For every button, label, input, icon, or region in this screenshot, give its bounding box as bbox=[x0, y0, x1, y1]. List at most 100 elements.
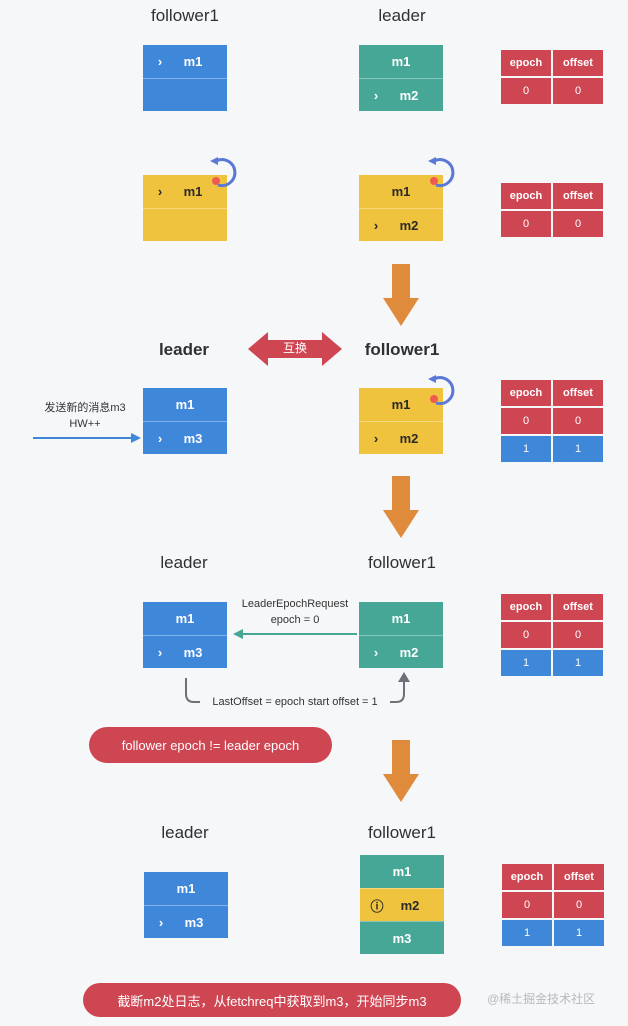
warning-circle-icon: ⓘ bbox=[370, 898, 384, 914]
section3-epoch-table: epoch offset 0 0 1 1 bbox=[501, 380, 603, 462]
section2-leader-log: m1 › m2 bbox=[359, 175, 443, 241]
chevron-right-icon: › bbox=[373, 430, 379, 446]
note-line: 发送新的消息m3 bbox=[44, 402, 126, 414]
table-header-epoch: epoch bbox=[501, 380, 551, 406]
table-cell: 1 bbox=[501, 436, 551, 462]
log-entry: › m3 bbox=[143, 421, 227, 454]
down-arrow-icon bbox=[383, 264, 419, 326]
log-entry-label: m1 bbox=[175, 397, 195, 412]
chevron-right-icon: › bbox=[373, 644, 379, 660]
table-cell: 0 bbox=[502, 892, 552, 918]
truncate-sync-badge: 截断m2处日志，从fetchreq中获取到m3，开始同步m3 bbox=[83, 983, 461, 1017]
log-entry-label: m2 bbox=[399, 430, 419, 446]
table-cell: 0 bbox=[554, 892, 604, 918]
log-entry: m3 bbox=[360, 921, 444, 954]
log-entry-label: m1 bbox=[183, 54, 203, 69]
section4-leader-label: leader bbox=[160, 553, 208, 572]
section1-leader-log: m1 › m2 bbox=[359, 45, 443, 111]
log-entry: m1 bbox=[359, 175, 443, 208]
swap-arrow bbox=[248, 332, 342, 366]
section2-epoch-table: epoch offset 0 0 bbox=[501, 183, 603, 237]
refresh-arrow-icon bbox=[428, 375, 455, 406]
chevron-right-icon: › bbox=[373, 87, 379, 103]
table-header-epoch: epoch bbox=[502, 864, 552, 890]
section3-leader-log: m1 › m3 bbox=[143, 388, 227, 454]
section5-leader-log: m1 › m3 bbox=[144, 872, 228, 938]
table-cell: 0 bbox=[553, 211, 603, 237]
log-entry-empty bbox=[143, 208, 227, 241]
log-entry: m1 bbox=[144, 872, 228, 905]
table-cell: 1 bbox=[554, 920, 604, 946]
request-arrow bbox=[233, 629, 357, 639]
table-cell: 0 bbox=[501, 622, 551, 648]
section5-follower1-log: m1 ⓘ m2 m3 bbox=[360, 855, 444, 954]
chevron-right-icon: › bbox=[157, 54, 163, 69]
note-line: HW++ bbox=[69, 418, 101, 430]
log-entry-label: m1 bbox=[391, 184, 411, 199]
swap-label: 互换 bbox=[282, 341, 307, 355]
log-entry: › m1 bbox=[143, 45, 227, 78]
table-header-offset: offset bbox=[553, 183, 603, 209]
log-entry-label: m3 bbox=[183, 430, 203, 446]
section4-epoch-table: epoch offset 0 0 1 1 bbox=[501, 594, 603, 676]
hw-marker-dot bbox=[430, 177, 438, 185]
last-offset-note: LastOffset = epoch start offset = 1 bbox=[212, 696, 378, 708]
hw-marker-dot bbox=[212, 177, 220, 185]
down-arrow-icon bbox=[383, 740, 419, 802]
note-line: LeaderEpochRequest bbox=[241, 598, 349, 610]
table-cell: 0 bbox=[553, 622, 603, 648]
hw-marker-dot bbox=[430, 395, 438, 403]
table-header-offset: offset bbox=[554, 864, 604, 890]
log-entry-truncated: ⓘ m2 bbox=[360, 888, 444, 921]
section1-leader-label: leader bbox=[378, 6, 426, 25]
table-cell: 1 bbox=[501, 650, 551, 676]
incoming-arrow bbox=[33, 433, 141, 443]
watermark: @稀土掘金技术社区 bbox=[487, 992, 596, 1006]
log-entry: m1 bbox=[143, 388, 227, 421]
section1-follower1-label: follower1 bbox=[150, 6, 220, 25]
chevron-right-icon: › bbox=[157, 644, 163, 660]
section4-follower1-log: m1 › m2 bbox=[359, 602, 443, 668]
section3-follower1-log: m1 › m2 bbox=[359, 388, 443, 454]
section3-follower1-label: follower1 bbox=[364, 340, 440, 359]
chevron-right-icon: › bbox=[373, 217, 379, 233]
log-entry: › m2 bbox=[359, 421, 443, 454]
table-header-offset: offset bbox=[553, 50, 603, 76]
log-entry: › m2 bbox=[359, 78, 443, 111]
table-header-offset: offset bbox=[553, 594, 603, 620]
table-cell: 1 bbox=[553, 650, 603, 676]
log-entry-label: m2 bbox=[399, 87, 419, 103]
table-header-epoch: epoch bbox=[501, 183, 551, 209]
down-arrow-icon bbox=[383, 476, 419, 538]
chevron-right-icon: › bbox=[157, 184, 163, 199]
log-entry-label: m2 bbox=[399, 644, 419, 660]
table-cell: 0 bbox=[553, 408, 603, 434]
table-cell: 1 bbox=[502, 920, 552, 946]
log-entry-label: m1 bbox=[392, 864, 412, 879]
table-header-epoch: epoch bbox=[501, 594, 551, 620]
log-entry-label: m3 bbox=[184, 914, 204, 930]
log-entry: › m3 bbox=[144, 905, 228, 938]
section1-epoch-table: epoch offset 0 0 bbox=[501, 50, 603, 104]
refresh-arrow-icon bbox=[210, 157, 237, 188]
section2-follower1-log: › m1 bbox=[143, 175, 227, 241]
log-entry: m1 bbox=[359, 388, 443, 421]
table-cell: 0 bbox=[553, 78, 603, 104]
chevron-right-icon: › bbox=[158, 914, 164, 930]
table-header-epoch: epoch bbox=[501, 50, 551, 76]
log-entry: m1 bbox=[359, 45, 443, 78]
log-entry-label: m1 bbox=[175, 611, 195, 626]
section5-leader-label: leader bbox=[161, 823, 209, 842]
log-entry: › m2 bbox=[359, 635, 443, 668]
table-cell: 1 bbox=[553, 436, 603, 462]
send-message-note: 发送新的消息m3 HW++ bbox=[30, 400, 140, 432]
table-cell: 0 bbox=[501, 408, 551, 434]
section4-leader-log: m1 › m3 bbox=[143, 602, 227, 668]
log-entry: m1 bbox=[359, 602, 443, 635]
leader-epoch-request-note: LeaderEpochRequest epoch = 0 bbox=[232, 596, 358, 628]
table-header-offset: offset bbox=[553, 380, 603, 406]
response-connector bbox=[185, 672, 410, 703]
chevron-right-icon: › bbox=[157, 430, 163, 446]
log-entry: m1 bbox=[143, 602, 227, 635]
section1-follower1-log: › m1 bbox=[143, 45, 227, 111]
